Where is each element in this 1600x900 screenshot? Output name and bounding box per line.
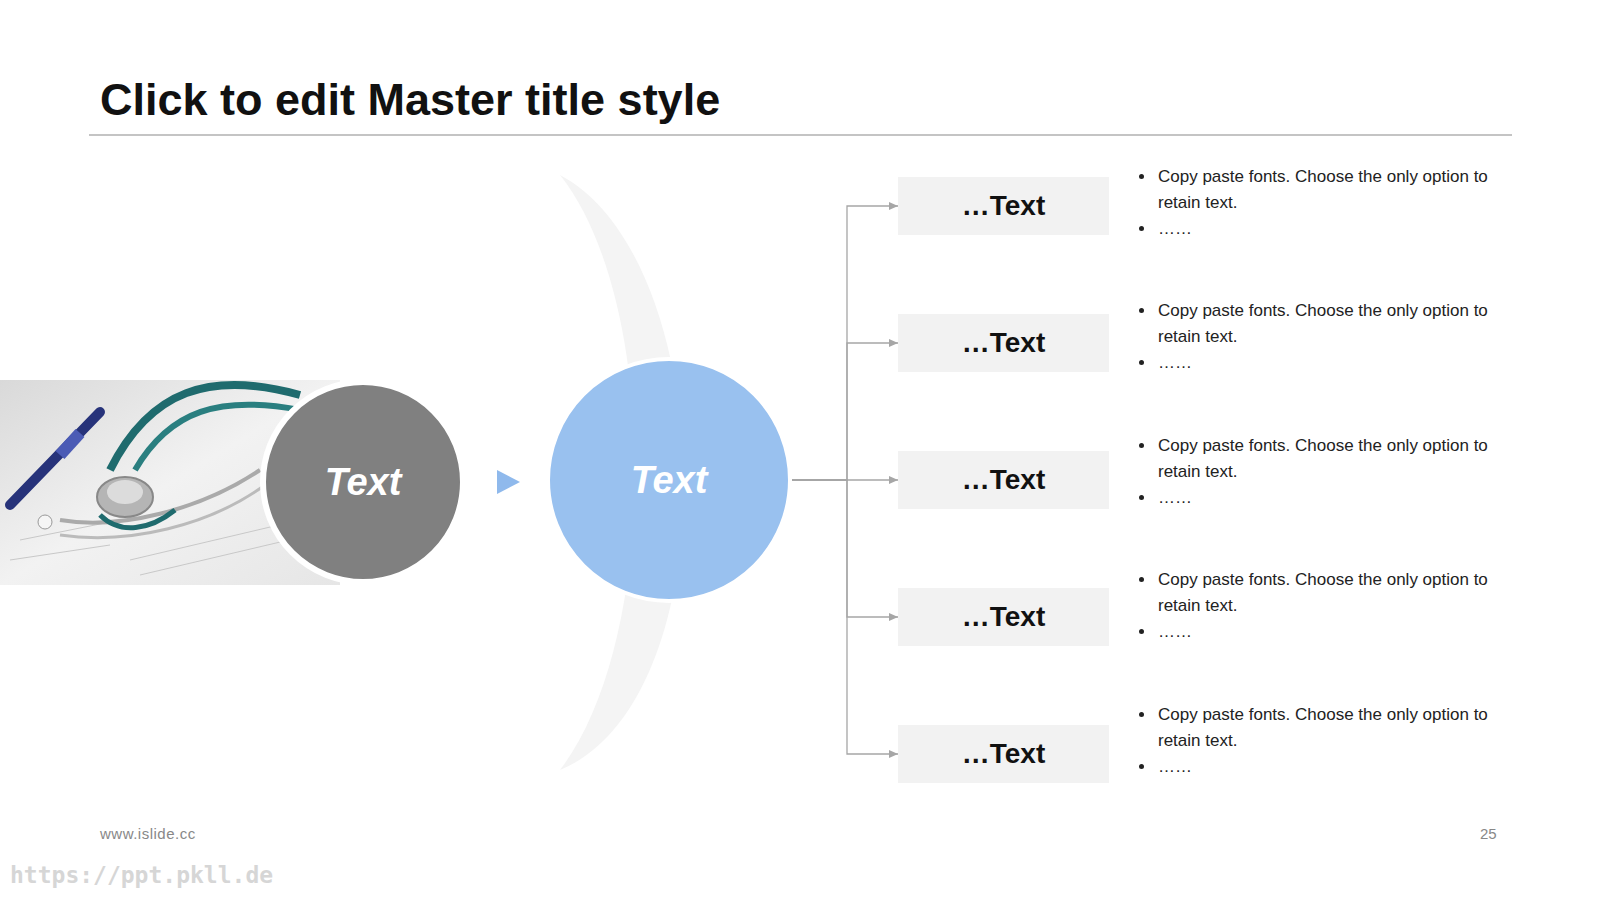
connector — [792, 480, 898, 754]
node-text-group: …Text — [962, 738, 1046, 770]
text-box: …Text — [898, 588, 1109, 646]
connector — [792, 479, 898, 480]
bullet-list: Copy paste fonts. Choose the only option… — [1136, 298, 1496, 376]
node-text-group: …Text — [962, 601, 1046, 633]
bullet-text: …… — [1156, 754, 1496, 780]
text-box: …Text — [898, 177, 1109, 235]
bullet-text: Copy paste fonts. Choose the only option… — [1156, 567, 1496, 619]
bullet-text: Copy paste fonts. Choose the only option… — [1156, 298, 1496, 350]
bullet-list: Copy paste fonts. Choose the only option… — [1136, 567, 1496, 645]
node-label: …Text — [962, 327, 1046, 359]
bullet-text: …… — [1156, 350, 1496, 376]
page-number: 25 — [1480, 825, 1497, 842]
node-label: Text — [631, 459, 708, 502]
bullet-list: Copy paste fonts. Choose the only option… — [1136, 433, 1496, 511]
blue-circle: Text — [546, 357, 792, 603]
node-label: …Text — [962, 190, 1046, 222]
bullet-text: Copy paste fonts. Choose the only option… — [1156, 702, 1496, 754]
node-text-group: …Text — [962, 327, 1046, 359]
node-text-group: Text — [325, 461, 402, 504]
node-label: …Text — [962, 738, 1046, 770]
bullet-text: …… — [1156, 485, 1496, 511]
watermark: https://ppt.pkll.de — [10, 862, 273, 888]
node-text-group: Text — [631, 459, 708, 502]
connector — [792, 206, 898, 480]
footer-url: www.islide.cc — [100, 825, 196, 842]
bullet-list: Copy paste fonts. Choose the only option… — [1136, 164, 1496, 242]
connector — [792, 480, 898, 617]
text-box: …Text — [898, 314, 1109, 372]
connector — [792, 343, 898, 480]
bullet-text: Copy paste fonts. Choose the only option… — [1156, 433, 1496, 485]
bullet-text: …… — [1156, 619, 1496, 645]
node-text-group: …Text — [962, 464, 1046, 496]
node-label: …Text — [962, 601, 1046, 633]
gray-circle: Text — [260, 379, 466, 585]
title-rule — [89, 134, 1512, 135]
bullet-list: Copy paste fonts. Choose the only option… — [1136, 702, 1496, 780]
node-label: Text — [325, 461, 402, 504]
node-label: …Text — [962, 464, 1046, 496]
flow-triangle — [497, 470, 520, 494]
text-box: …Text — [898, 725, 1109, 783]
slide-title: Click to edit Master title style — [100, 74, 720, 126]
bullet-text: …… — [1156, 216, 1496, 242]
node-text-group: …Text — [962, 190, 1046, 222]
bullet-text: Copy paste fonts. Choose the only option… — [1156, 164, 1496, 216]
text-box: …Text — [898, 451, 1109, 509]
